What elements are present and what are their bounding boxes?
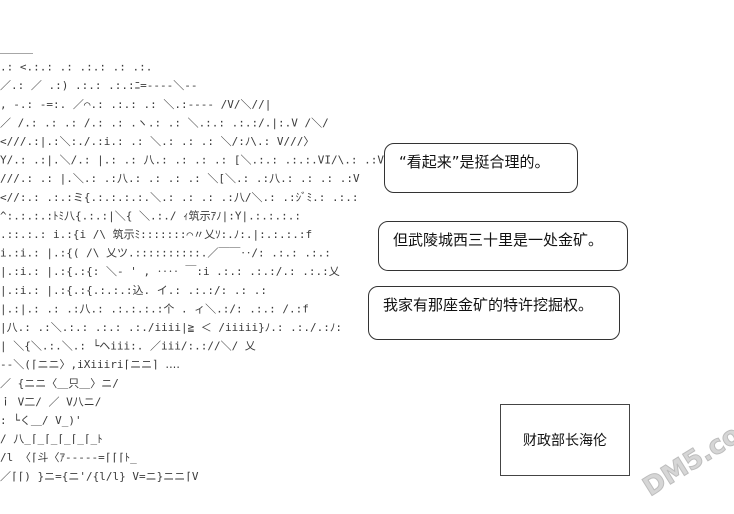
ascii-art-line: ／.: ／ .:) .:.: .:.:ﾆ=‐‐‐‐＼‐‐ xyxy=(0,79,197,92)
watermark-text: DM5.com xyxy=(638,416,734,503)
ascii-art-line: | ＼{＼.:.＼.: └ヘiii:. ／iii/:.://＼/ 乂 xyxy=(0,339,256,353)
ascii-art-line: ^:.:.:.:ﾄﾐ八{.:.:|＼{ ＼.:./ ｨ筑示ｱﾉ|:Y|.:.:.… xyxy=(0,208,301,222)
ascii-art-line: / 八_⌈_⌈_⌈_⌈_⌈_ﾄ xyxy=(0,433,103,446)
ascii-art-line: : └く＿/ V_)' xyxy=(0,413,82,427)
ascii-art-line: <//:.: .:.:ミ{.:.:.:.:.＼.: .: .: .:八/＼.: … xyxy=(0,191,359,204)
ascii-art-line: .: <.:.: .: .:.: .: .:. xyxy=(0,61,152,74)
ascii-art-line: |.:i.: |.:{.:{: ＼‐ ' , ‥‥ ￣:i .:.: .:.:/… xyxy=(0,264,340,278)
caption-box: 财政部长海伦 xyxy=(500,404,630,476)
ascii-art-line: ｉ V二/ ／ V八ニ/ xyxy=(0,395,101,408)
ascii-art-line: ／ {ニニ〈＿只＿〉ニ/ xyxy=(0,377,119,390)
ascii-art-line: ／ /.: .: .: /.: .: .ヽ.: .: ＼.:.: .:.:/.|… xyxy=(0,116,329,129)
ascii-art-line: ＿＿＿ xyxy=(0,42,33,55)
ascii-art-line: |.:|.: .: .:八.: .:.:.:.:个 . ィ＼.:/: .:.: … xyxy=(0,302,309,315)
ascii-art-line: .::.:.: i.:{i /\ 筑示ﾐ:::::::⌒〃乂ｿ:.ﾉ:.|:.:… xyxy=(0,227,312,241)
ascii-art-line: /l 〈⌈斗〈ｱ‐‐‐‐‐=⌈⌈⌈ﾄ_ xyxy=(0,451,137,464)
ascii-art-line: ／⌈⌈) }ニ={ニ'/{l/l} V=ニ}ニニ⌈V xyxy=(0,470,199,483)
ascii-art-line: |八.: .:＼.:.: .:.: .:./iiii|≧ ＜ /iiiii}ﾉ.… xyxy=(0,321,342,334)
ascii-art-line: , ‐.: ‐=:. ／⌒.: .:.: .: ＼.:‐‐‐‐ /V/＼//| xyxy=(0,98,271,111)
ascii-art-line: ///.: .: |.＼.: .:八.: .: .: .: ＼[＼.: .:八.… xyxy=(0,172,360,185)
ascii-art-line: i.:i.: |.:{( /\ 乂ツ.::::::::::.／￣￣‥/: .:.… xyxy=(0,246,331,260)
caption-text: 财政部长海伦 xyxy=(523,433,607,449)
speech-bubble-1: “看起来”是挺合理的。 xyxy=(384,143,578,193)
ascii-art-line: ‐‐＼(⌈ニニ〉,iXiiiri⌈ニニ⌉ ‥‥ xyxy=(0,358,180,371)
speech-bubble-2: 但武陵城西三十里是一处金矿。 xyxy=(378,221,628,271)
dialogue-line-2: 但武陵城西三十里是一处金矿。 xyxy=(393,231,604,249)
dialogue-line-1: “看起来”是挺合理的。 xyxy=(399,153,550,171)
speech-bubble-3: 我家有那座金矿的特许挖掘权。 xyxy=(368,286,620,340)
ascii-art-line: |.:i.: |.:{.:{.:.:.:込. イ.: .:.:/: .: .: xyxy=(0,284,267,297)
dialogue-line-3: 我家有那座金矿的特许挖掘权。 xyxy=(383,296,594,314)
ascii-art-line: <///.:|.:＼:./.:i.: .: ＼.: .: .: ＼/:ﾉ\.: … xyxy=(0,135,314,148)
ascii-art-lines: ＿＿＿ .: <.:.: .: .:.: .: .:. ／.: ／ .:) .:… xyxy=(0,42,384,483)
ascii-art-line: Y/.: .:|.＼/.: |.: .: 八.: .: .: .: [＼.:.:… xyxy=(0,154,384,167)
dm5-watermark-logo: DM5.com xyxy=(637,416,734,503)
